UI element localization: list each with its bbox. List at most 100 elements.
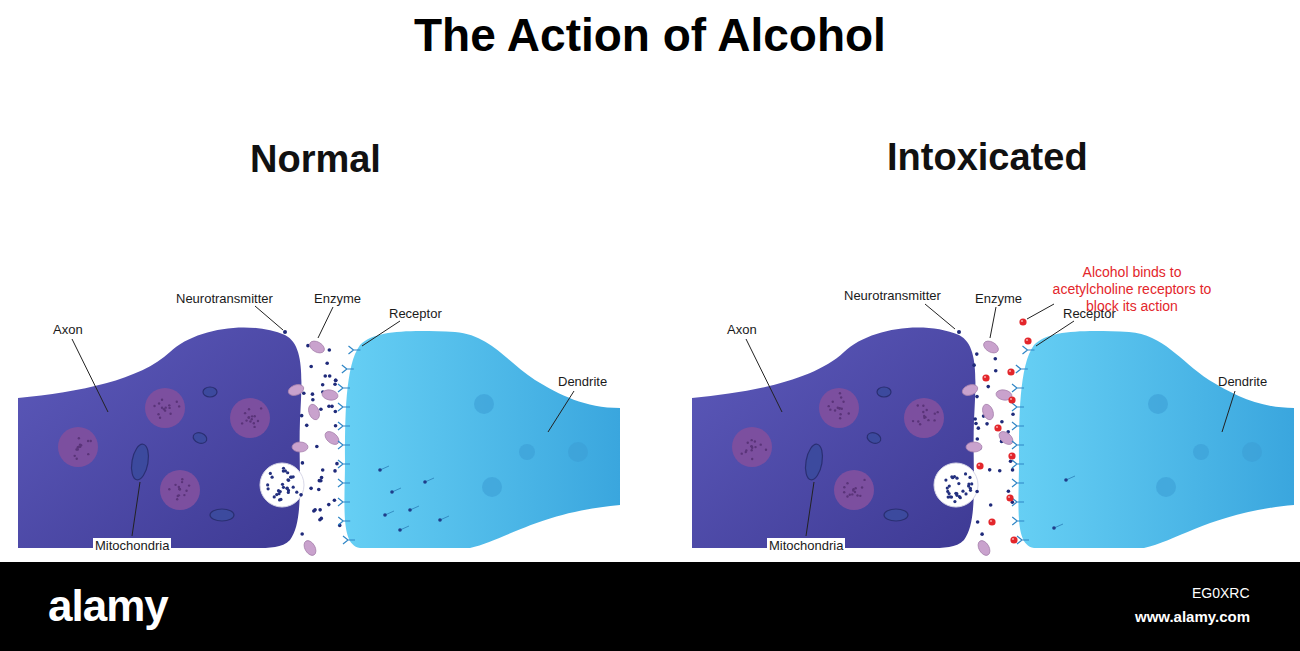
receptor-symbol <box>343 536 355 544</box>
granule-dot <box>176 401 178 403</box>
alcohol-molecule <box>1019 318 1026 325</box>
leader-line <box>132 482 140 536</box>
neurotransmitter-dot <box>309 487 313 491</box>
neurotransmitter-dot <box>998 469 1002 473</box>
leader-line <box>72 339 108 412</box>
vesicle-neurotransmitter <box>948 484 951 487</box>
neurotransmitter-dot <box>330 405 334 409</box>
enzyme-shape <box>961 383 979 398</box>
vesicle-body <box>819 388 859 428</box>
neurotransmitter-dot <box>306 344 310 348</box>
dendrite-spot <box>1242 442 1262 462</box>
granule-dot <box>760 443 762 445</box>
vesicle-neurotransmitter <box>970 482 973 485</box>
granule-dot <box>188 484 190 486</box>
granule-dot <box>754 446 756 448</box>
vesicle-neurotransmitter <box>282 467 285 470</box>
vesicle-neurotransmitter <box>948 492 951 495</box>
granule-dot <box>77 448 79 450</box>
granule-dot <box>849 494 851 496</box>
neurotransmitter-dot <box>1011 468 1015 472</box>
granule-dot <box>936 411 938 413</box>
granule-dot <box>174 484 176 486</box>
vesicle-neurotransmitter <box>290 476 293 479</box>
vesicle-body <box>230 398 270 438</box>
granule-dot <box>176 498 178 500</box>
vesicle-neurotransmitter <box>282 486 285 489</box>
granule-dot <box>750 449 752 451</box>
neurotransmitter-dot <box>328 348 332 352</box>
alcohol-molecule <box>1008 452 1015 459</box>
granule-dot <box>843 486 845 488</box>
granule-dot <box>843 491 845 493</box>
granule-dot <box>168 404 170 406</box>
granule-dot <box>248 408 250 410</box>
neurotransmitter-dot <box>957 330 961 334</box>
neurotransmitter-dot <box>976 437 980 441</box>
molecule-highlight <box>1010 398 1012 400</box>
neurotransmitter-dot <box>318 508 322 512</box>
neurotransmitter-dot <box>315 445 319 449</box>
neurotransmitter-dot <box>318 479 322 483</box>
granule-dot <box>245 419 247 421</box>
granule-dot <box>854 487 856 489</box>
vesicle-neurotransmitter <box>287 489 290 492</box>
granule-dot <box>178 405 180 407</box>
granule-dot <box>839 392 841 394</box>
watermark-bar <box>0 562 1300 651</box>
leader-line <box>318 307 333 338</box>
receptor-symbol <box>1012 498 1024 506</box>
alcohol-molecule <box>988 518 995 525</box>
enzyme-shape <box>287 383 305 398</box>
receptor-symbol <box>338 403 350 411</box>
enzyme-shape <box>307 403 322 421</box>
receptor-symbol <box>338 479 350 487</box>
part-label: Mitochondria <box>93 538 171 554</box>
granule-dot <box>164 409 166 411</box>
molecule-highlight <box>990 520 992 522</box>
granule-dot <box>158 402 160 404</box>
granule-dot <box>747 442 749 444</box>
enzyme-shape <box>966 442 982 452</box>
neurotransmitter-dot <box>305 424 309 428</box>
granule-dot <box>863 479 865 481</box>
neurotransmitter-dot <box>333 382 337 386</box>
dendrite-spot <box>519 444 535 460</box>
neurotransmitter-dot <box>319 407 323 411</box>
granule-dot <box>178 494 180 496</box>
granule-dot <box>765 449 767 451</box>
signal-dot <box>378 468 382 472</box>
receptor-symbol <box>338 384 350 392</box>
neurotransmitter-dot <box>989 503 993 507</box>
neurotransmitter-dot <box>301 461 305 465</box>
mitochondrion <box>866 431 883 445</box>
granule-dot <box>840 396 842 398</box>
granule-dot <box>741 452 743 454</box>
granule-dot <box>251 415 253 417</box>
granule-dot <box>74 455 76 457</box>
part-label: Enzyme <box>314 291 361 307</box>
enzyme-shape <box>981 403 996 421</box>
vesicle-neurotransmitter <box>950 475 953 478</box>
receptor-symbol <box>338 460 350 468</box>
neurotransmitter-dot <box>334 424 338 428</box>
granule-dot <box>169 412 171 414</box>
enzyme-shape <box>308 339 327 356</box>
granule-dot <box>851 493 853 495</box>
granule-dot <box>248 416 250 418</box>
granule-dot <box>754 440 756 442</box>
granule-dot <box>181 478 183 480</box>
granule-dot <box>90 440 92 442</box>
part-label: Axon <box>53 322 83 338</box>
neurotransmitter-dot <box>333 469 337 473</box>
vesicle-neurotransmitter <box>286 471 289 474</box>
signal-dot <box>408 508 412 512</box>
vesicle-neurotransmitter <box>957 482 960 485</box>
molecule-highlight <box>984 376 986 378</box>
vesicle-neurotransmitter <box>951 476 954 479</box>
neurotransmitter-dot <box>323 374 327 378</box>
alcohol-molecule <box>1008 396 1015 403</box>
synaptic-vesicle <box>934 463 978 507</box>
granule-dot <box>87 440 89 442</box>
molecule-highlight <box>1009 370 1011 372</box>
